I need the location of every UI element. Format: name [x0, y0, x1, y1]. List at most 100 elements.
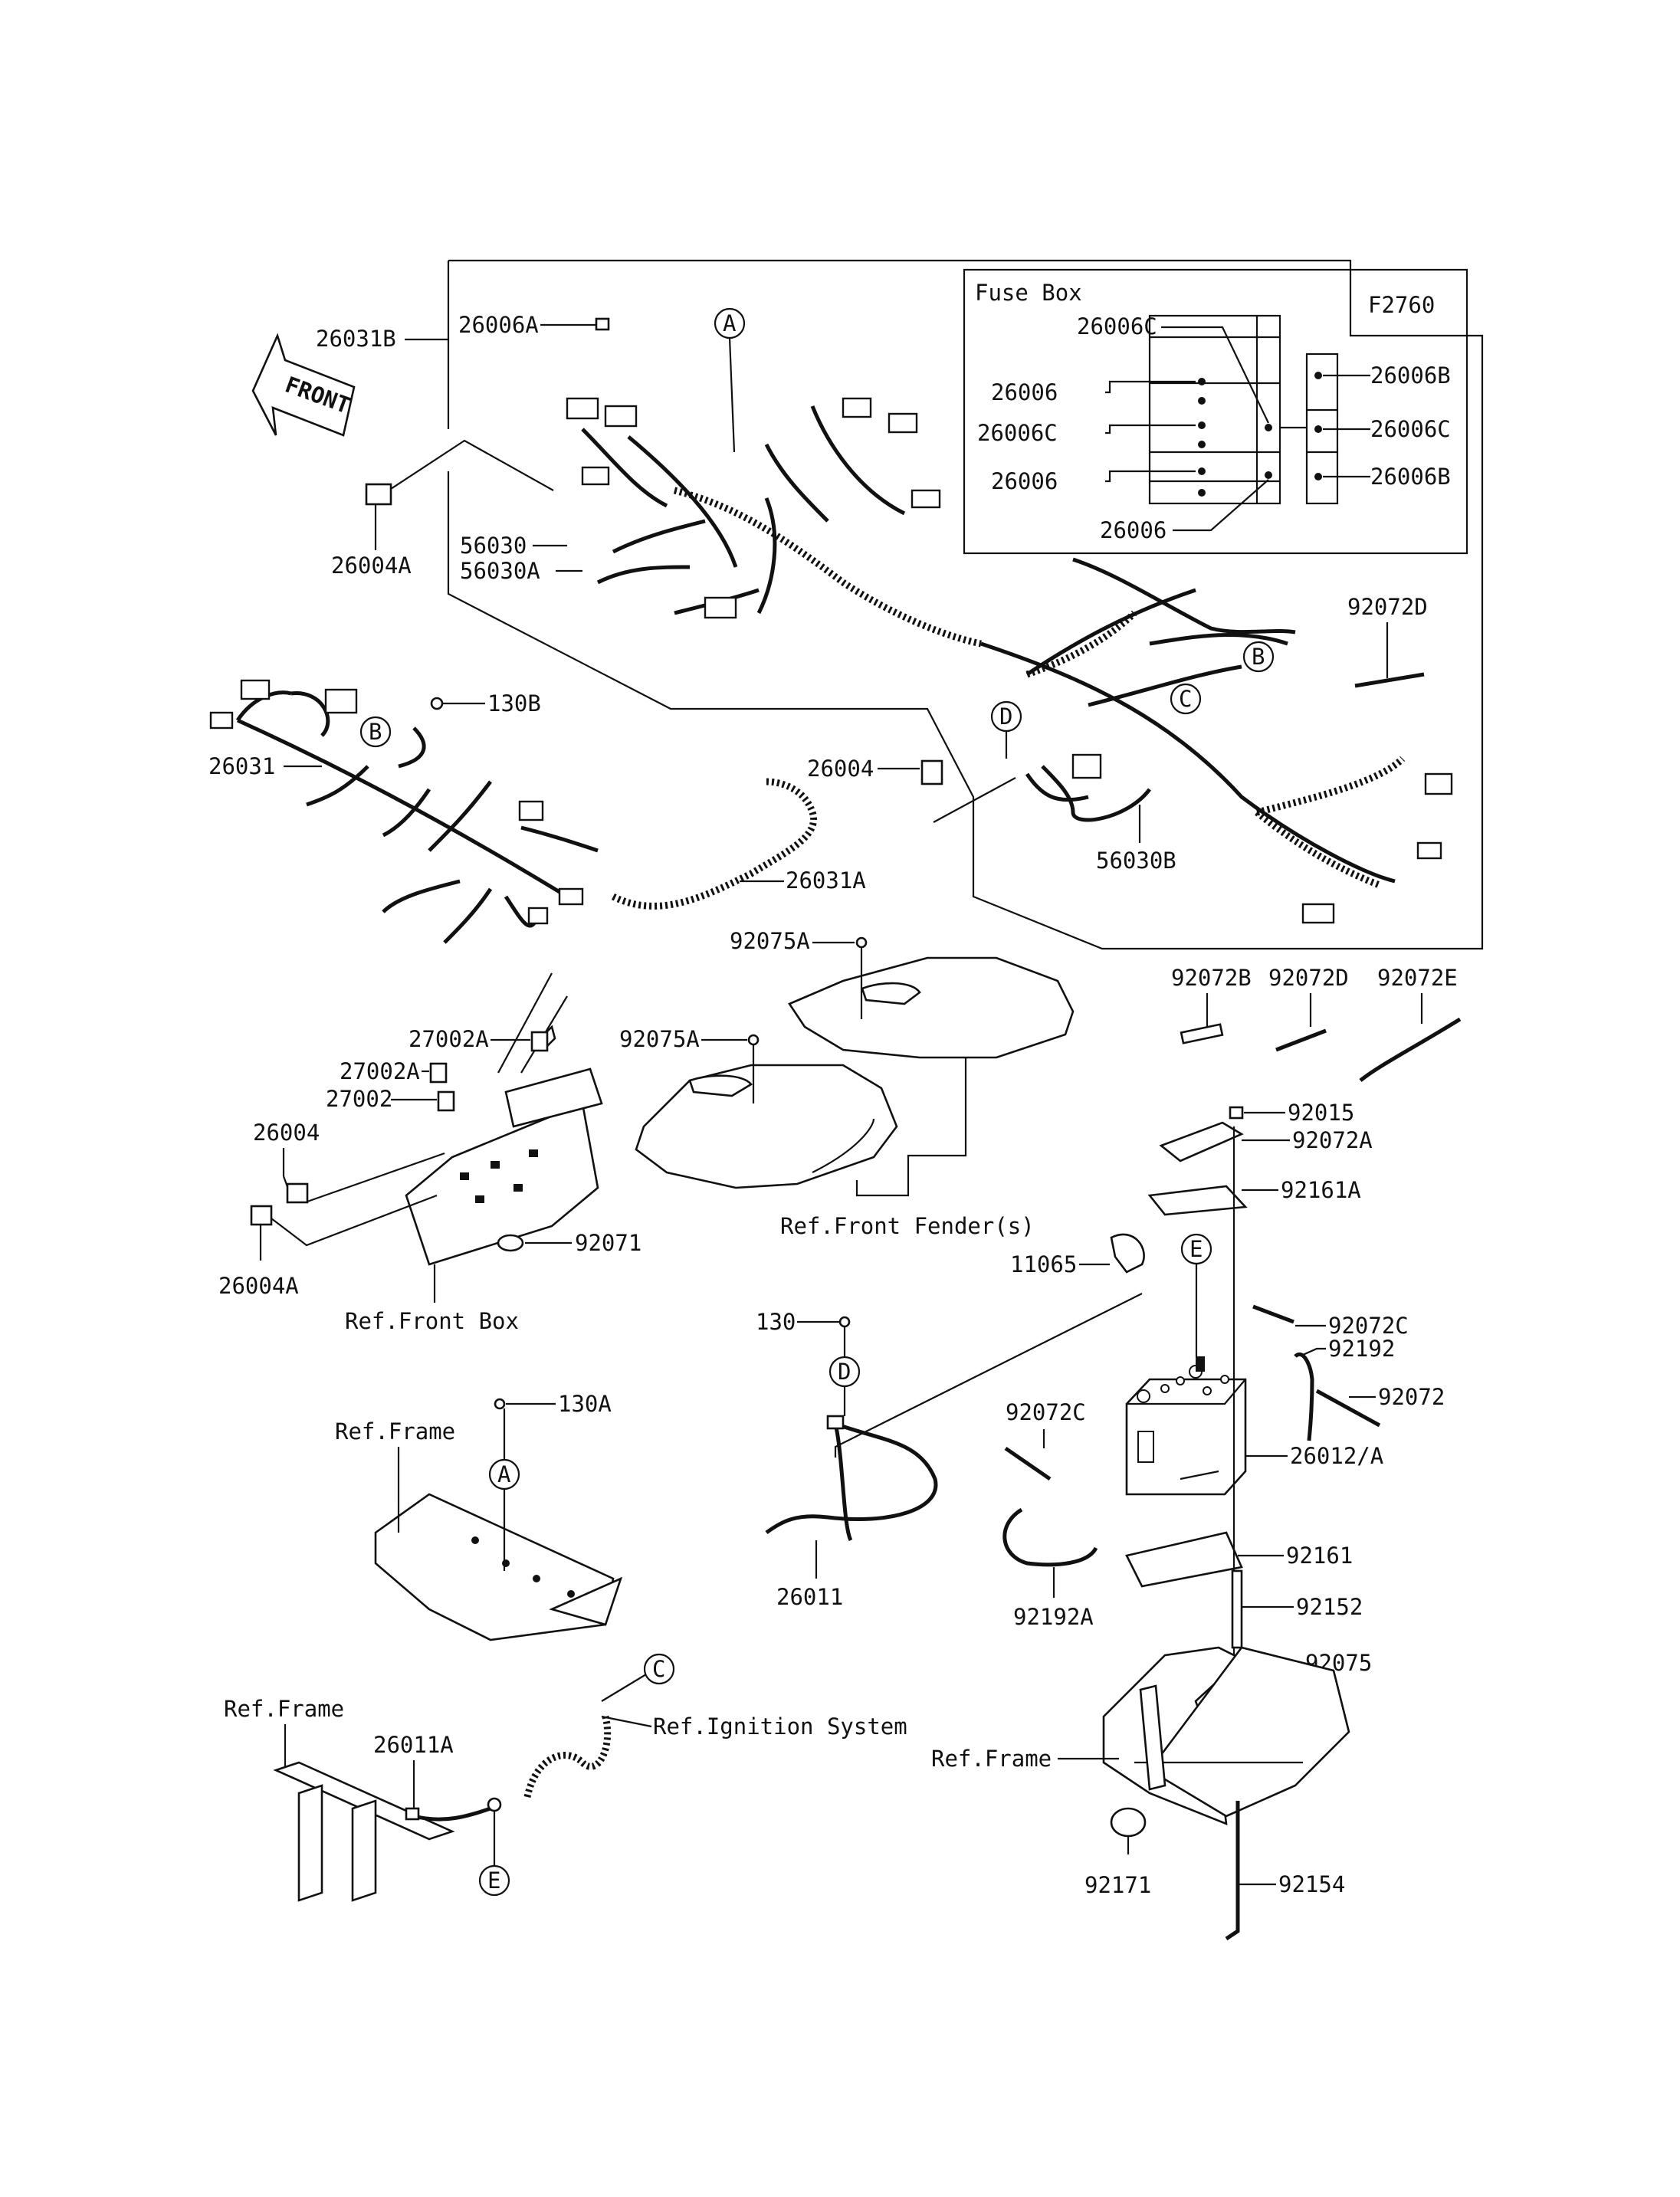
label-92072C-1: 92072C — [1328, 1313, 1409, 1339]
main-harness — [566, 397, 1453, 924]
label-56030A: 56030A — [460, 558, 540, 584]
label-26006-3: 26006 — [991, 468, 1058, 494]
label-27002A-1: 27002A — [409, 1026, 489, 1052]
label-92072A: 92072A — [1292, 1127, 1373, 1153]
harness-26031A — [611, 778, 817, 910]
label-27002: 27002 — [326, 1086, 392, 1112]
label-26012A: 26012/A — [1290, 1443, 1383, 1469]
label-92072E: 92072E — [1377, 965, 1458, 991]
harness-26031 — [209, 679, 599, 944]
label-ref-frame-2: Ref.Frame — [224, 1696, 344, 1722]
label-92154: 92154 — [1278, 1871, 1345, 1897]
callout-b-left — [359, 716, 392, 748]
label-92192: 92192 — [1328, 1336, 1395, 1362]
label-ref-front-box: Ref.Front Box — [345, 1308, 519, 1334]
label-ref-ignition: Ref.Ignition System — [653, 1713, 907, 1740]
pad-92161 — [1125, 1531, 1243, 1588]
front-fenders — [635, 956, 1075, 1189]
label-130B: 130B — [487, 690, 541, 716]
label-92192A: 92192A — [1013, 1604, 1094, 1630]
cable-26011 — [765, 1415, 938, 1542]
label-ref-frame-3: Ref.Frame — [931, 1746, 1052, 1772]
cable-92192A-icon — [1002, 1507, 1098, 1567]
frame-section-a — [374, 1493, 623, 1641]
label-92161A: 92161A — [1281, 1177, 1361, 1203]
bolt-92154-icon — [1225, 1801, 1240, 1941]
callout-e-bottom-label: E — [487, 1867, 500, 1894]
label-130A: 130A — [558, 1391, 612, 1417]
label-26006A: 26006A — [458, 312, 539, 338]
label-26006C-top: 26006C — [1077, 313, 1157, 339]
label-92152: 92152 — [1296, 1594, 1363, 1620]
connector-26004-icon — [920, 759, 943, 785]
callout-d-bottom-label: D — [838, 1359, 851, 1385]
callout-b-right — [1242, 641, 1275, 673]
figure-code: F2760 — [1368, 292, 1435, 318]
callout-c-bottom — [643, 1653, 675, 1685]
bolt-130A-icon — [494, 1398, 506, 1410]
label-26031: 26031 — [208, 753, 275, 779]
label-130: 130 — [756, 1309, 796, 1335]
label-26006C-r: 26006C — [1370, 416, 1451, 442]
pad-92161A — [1147, 1185, 1248, 1216]
label-26004-left: 26004 — [253, 1120, 320, 1146]
front-box-assembly — [405, 972, 603, 1266]
label-26006-1: 26006 — [991, 379, 1058, 405]
fuse-box-panel: Fuse Box — [963, 268, 1468, 555]
tie-92072-icon — [1315, 1389, 1381, 1428]
label-26031B: 26031B — [316, 326, 396, 352]
label-92072D-2: 92072D — [1268, 965, 1349, 991]
cable-26011A-icon — [413, 1806, 491, 1822]
label-26011: 26011 — [776, 1584, 843, 1610]
label-92072: 92072 — [1378, 1384, 1445, 1410]
label-56030: 56030 — [460, 533, 527, 559]
frame-section-bottom-left — [273, 1761, 455, 1902]
label-92015: 92015 — [1288, 1100, 1354, 1126]
callout-c-right — [1170, 683, 1202, 715]
label-26004-mid: 26004 — [807, 756, 874, 782]
label-26011A: 26011A — [373, 1732, 454, 1758]
label-ref-frame-1: Ref.Frame — [335, 1418, 455, 1444]
label-11065: 11065 — [1010, 1251, 1077, 1277]
cable-ignition — [523, 1715, 612, 1799]
callout-d-top-label: D — [999, 703, 1012, 730]
clamp-92171-icon — [1110, 1807, 1147, 1838]
connector-26004A-icon — [365, 483, 392, 506]
terminal-icon — [487, 1797, 502, 1812]
bolt-130B-icon — [430, 697, 444, 710]
label-ref-front-fenders: Ref.Front Fender(s) — [780, 1213, 1035, 1239]
battery-tray — [1102, 1646, 1350, 1826]
bolt-130-icon — [838, 1316, 851, 1328]
label-92071: 92071 — [575, 1230, 641, 1256]
tie-92072C-1-icon — [1252, 1304, 1294, 1324]
clip-92075A-icon — [855, 936, 868, 949]
label-92075A-2: 92075A — [619, 1026, 700, 1052]
clip-92075A-2-icon — [747, 1034, 760, 1046]
cable-92192-icon — [1294, 1353, 1314, 1441]
callout-b-right-label: B — [1252, 644, 1265, 670]
callout-b-left-label: B — [369, 719, 382, 745]
diagram-frame — [447, 259, 1484, 950]
label-92072D-top: 92072D — [1347, 594, 1428, 620]
label-26004A-left: 26004A — [218, 1273, 299, 1299]
label-26004A-top: 26004A — [331, 553, 412, 579]
callout-e-bottom — [478, 1864, 510, 1897]
fuse-icon — [595, 317, 610, 331]
callout-c-bottom-label: C — [652, 1656, 665, 1682]
callout-a-bottom-label: A — [497, 1461, 510, 1487]
tie-92072B-icon — [1180, 1023, 1224, 1044]
label-26006C-2: 26006C — [977, 420, 1058, 446]
tie-92072E-icon — [1359, 1017, 1462, 1082]
fuse-box-title: Fuse Box — [975, 280, 1082, 306]
battery-holder-92072A — [1159, 1121, 1244, 1162]
label-27002A-2: 27002A — [340, 1058, 420, 1084]
bolt-92152-icon — [1231, 1569, 1243, 1649]
callout-a-top-label: A — [723, 310, 736, 336]
label-92075A-1: 92075A — [730, 928, 810, 954]
label-26006-4: 26006 — [1100, 517, 1166, 543]
callout-e-battery-label: E — [1189, 1236, 1203, 1262]
battery-assembly — [1110, 1121, 1248, 1588]
cap-11065 — [1110, 1233, 1145, 1274]
connector-26004A-left-icon — [250, 1205, 273, 1226]
